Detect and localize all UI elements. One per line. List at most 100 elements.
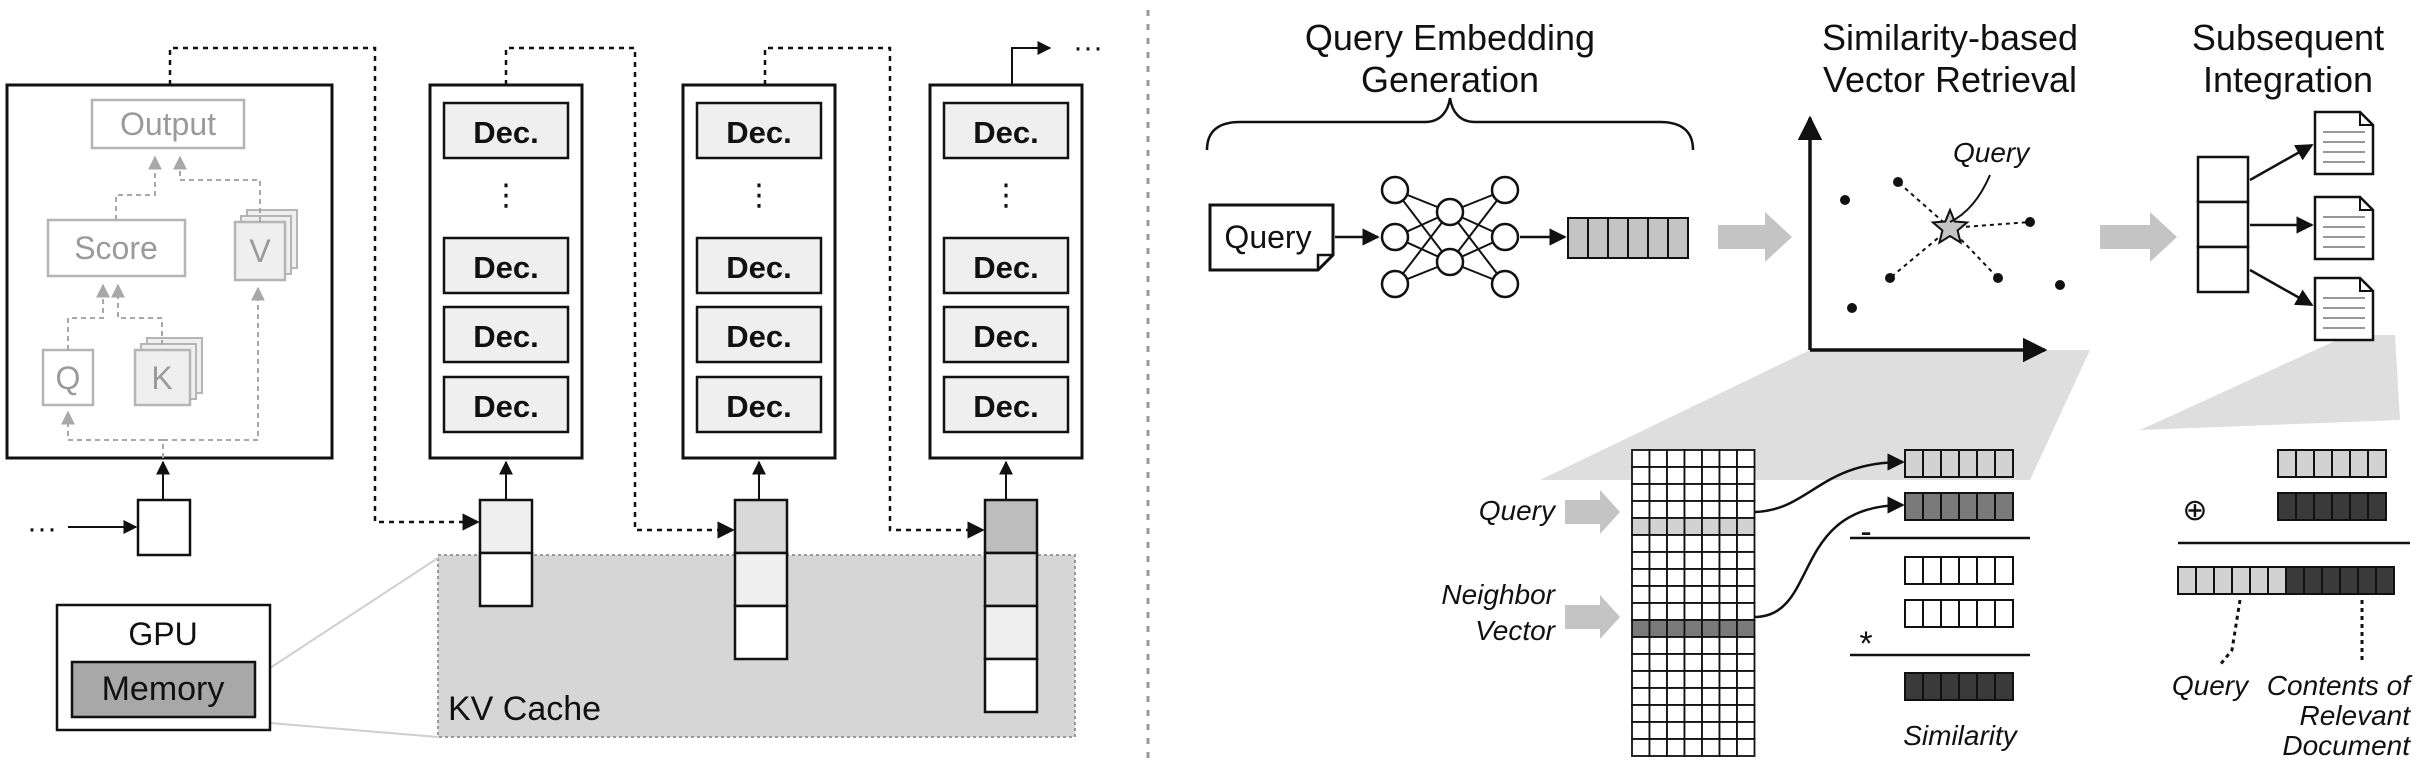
- matrix-cell: [1701, 721, 1721, 740]
- matrix-cell: [1631, 534, 1651, 553]
- k-node: [133, 348, 192, 407]
- matrix-cell: [1736, 500, 1756, 519]
- matrix-cell: [1736, 449, 1756, 468]
- output-label: Output: [120, 106, 216, 142]
- matrix-cell: [1648, 670, 1668, 689]
- difference-vector-cell: [1940, 556, 1960, 585]
- matrix-cell: [1718, 466, 1738, 485]
- matrix-cell: [1666, 738, 1686, 757]
- nn-node: [1380, 175, 1410, 205]
- similarity-vector-cell: [1904, 672, 1924, 701]
- matrix-cell: [1631, 551, 1651, 570]
- matrix-cell: [1666, 483, 1686, 502]
- matrix-cell: [1736, 721, 1756, 740]
- data-point: [1885, 273, 1895, 283]
- decoder-stacks: Dec.Dec.Dec.Dec.⋮Dec.Dec.Dec.Dec.⋮Dec.De…: [428, 83, 1084, 500]
- matrix-cell: [1701, 534, 1721, 553]
- matrix-cell: [1718, 568, 1738, 587]
- matrix-cell: [1631, 636, 1651, 655]
- input-token-box: [136, 498, 192, 557]
- decoder-block: [942, 375, 1070, 434]
- matrix-cell: [1683, 466, 1703, 485]
- zoom-line-bottom: [269, 722, 439, 738]
- matrix-cell: [1683, 585, 1703, 604]
- concat-query-cell: [2331, 449, 2351, 478]
- nn-edge: [1449, 189, 1506, 263]
- decoder-label: Dec.: [473, 250, 538, 285]
- decoder-block: [442, 305, 570, 364]
- matrix-cell: [1648, 687, 1668, 706]
- plot-query-label: Query: [1953, 137, 2031, 168]
- matrix-cell: [1683, 619, 1703, 638]
- kv-cell: [733, 604, 789, 661]
- decoder-label: Dec.: [726, 115, 791, 150]
- concat-doc-cell: [2367, 492, 2387, 521]
- matrix-cell: [1648, 619, 1668, 638]
- matrix-cell: [1718, 653, 1738, 672]
- decoder-label: Dec.: [973, 319, 1038, 354]
- decoder-block: [695, 305, 823, 364]
- concat-doc-cell: [2295, 492, 2315, 521]
- matrix-cell: [1736, 551, 1756, 570]
- memory-label: Memory: [102, 670, 225, 708]
- matrix-cell: [1683, 517, 1703, 536]
- nn-edge: [1449, 211, 1506, 285]
- neighbor-vector-cell: [1904, 492, 1924, 521]
- neighbor-vector-cell: [1958, 492, 1978, 521]
- matrix-cell: [1666, 517, 1686, 536]
- plus-sign: ⊕: [2182, 494, 2207, 527]
- decoder-block: [695, 101, 823, 160]
- similarity-vector-cell: [1958, 672, 1978, 701]
- difference-vector-cell: [1976, 599, 1996, 628]
- concat-result-query-cell: [2195, 566, 2215, 595]
- matrix-cell: [1631, 670, 1651, 689]
- output-ellipsis: ···: [1073, 31, 1103, 64]
- concat-doc-cell: [2331, 492, 2351, 521]
- matrix-cell: [1718, 602, 1738, 621]
- matrix-cell: [1631, 687, 1651, 706]
- document-fold: [2359, 278, 2373, 292]
- matrix-cell: [1631, 568, 1651, 587]
- similarity-label: Similarity: [1903, 720, 2019, 751]
- matrix-cell: [1683, 687, 1703, 706]
- matrix-cell: [1736, 704, 1756, 723]
- matrix-cell: [1648, 653, 1668, 672]
- matrix-cell: [1736, 687, 1756, 706]
- matrix-cell: [1701, 602, 1721, 621]
- stage-2-title-line2: Vector Retrieval: [1823, 59, 2077, 100]
- matrix-cell: [1666, 687, 1686, 706]
- nn-edge: [1394, 189, 1451, 263]
- matrix-cell: [1718, 738, 1738, 757]
- neighbor-vector-cell: [1940, 492, 1960, 521]
- decoder-block: [942, 236, 1070, 295]
- matrix-cell: [1701, 585, 1721, 604]
- matrix-cell: [1736, 670, 1756, 689]
- vector-matrix: [1631, 449, 1756, 757]
- concat-result-query-cell: [2267, 566, 2287, 595]
- matrix-cell: [1718, 670, 1738, 689]
- difference-vector-cell: [1994, 599, 2014, 628]
- difference-vector-cell: [1958, 556, 1978, 585]
- contents-label-line3: Document: [2282, 730, 2411, 761]
- kv-cache-columns: [478, 498, 1039, 714]
- neighbor-link: [1949, 221, 2031, 229]
- concat-query-cell: [2277, 449, 2297, 478]
- matrix-cell: [1701, 466, 1721, 485]
- data-point: [1893, 177, 1903, 187]
- stage-3-title-line2: Integration: [2203, 59, 2373, 100]
- document-icon: [2313, 110, 2375, 176]
- vector-space-plot: Query: [1797, 115, 2065, 363]
- matrix-cell: [1631, 585, 1651, 604]
- matrix-cell: [1683, 483, 1703, 502]
- concat-doc-cell: [2313, 492, 2333, 521]
- matrix-cell: [1648, 466, 1668, 485]
- query-star: [1930, 207, 1970, 245]
- decoder-label: Dec.: [973, 115, 1038, 150]
- concat-result-query-cell: [2231, 566, 2251, 595]
- matrix-cell: [1666, 585, 1686, 604]
- attention-block: Output Score V Q K: [5, 83, 334, 460]
- neighbor-row-arrow: [1565, 595, 1620, 639]
- decoder-block: [942, 305, 1070, 364]
- difference-vector-cell: [1976, 556, 1996, 585]
